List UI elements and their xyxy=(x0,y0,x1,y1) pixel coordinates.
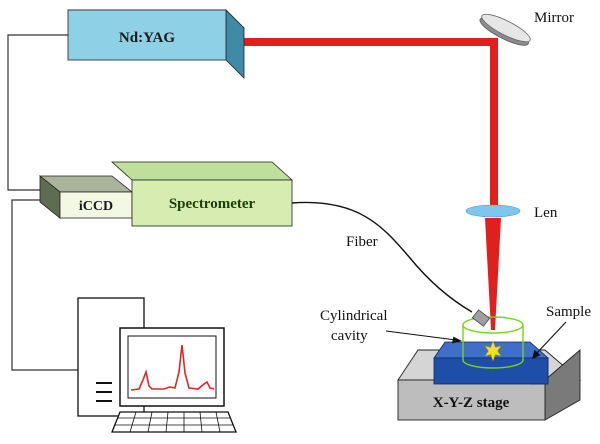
monitor-screen xyxy=(127,335,217,399)
fiber-label: Fiber xyxy=(346,234,378,250)
cavity-label-line1: Cylindrical xyxy=(320,308,388,324)
plasma-spark-icon xyxy=(484,340,502,362)
cylindrical-cavity xyxy=(462,316,524,369)
sample-label: Sample xyxy=(546,304,591,320)
sample-pointer xyxy=(532,321,567,359)
laser-beam xyxy=(236,38,501,330)
cavity-pointer xyxy=(385,330,462,344)
wire-laser-iccd xyxy=(7,34,68,191)
nd-yag-laser: Nd:YAG xyxy=(67,9,245,79)
iccd-label: iCCD xyxy=(79,199,113,214)
optical-fiber xyxy=(291,201,473,313)
cavity-label-line2: cavity xyxy=(331,328,368,344)
spectrometer-label: Spectrometer xyxy=(169,196,256,212)
spectrum-curve xyxy=(130,344,215,391)
wire-iccd-computer xyxy=(11,199,78,371)
computer-monitor-icon xyxy=(77,297,237,433)
fiber-probe xyxy=(471,309,491,327)
mirror: Mirror xyxy=(479,10,574,46)
keyboard xyxy=(111,411,237,433)
laser-label: Nd:YAG xyxy=(119,30,175,46)
spectrometer-unit: iCCD Spectrometer xyxy=(38,161,294,227)
lens: Len xyxy=(465,204,558,221)
stage-label: X-Y-Z stage xyxy=(433,395,510,411)
mirror-label: Mirror xyxy=(534,10,574,26)
lens-label: Len xyxy=(534,205,558,221)
